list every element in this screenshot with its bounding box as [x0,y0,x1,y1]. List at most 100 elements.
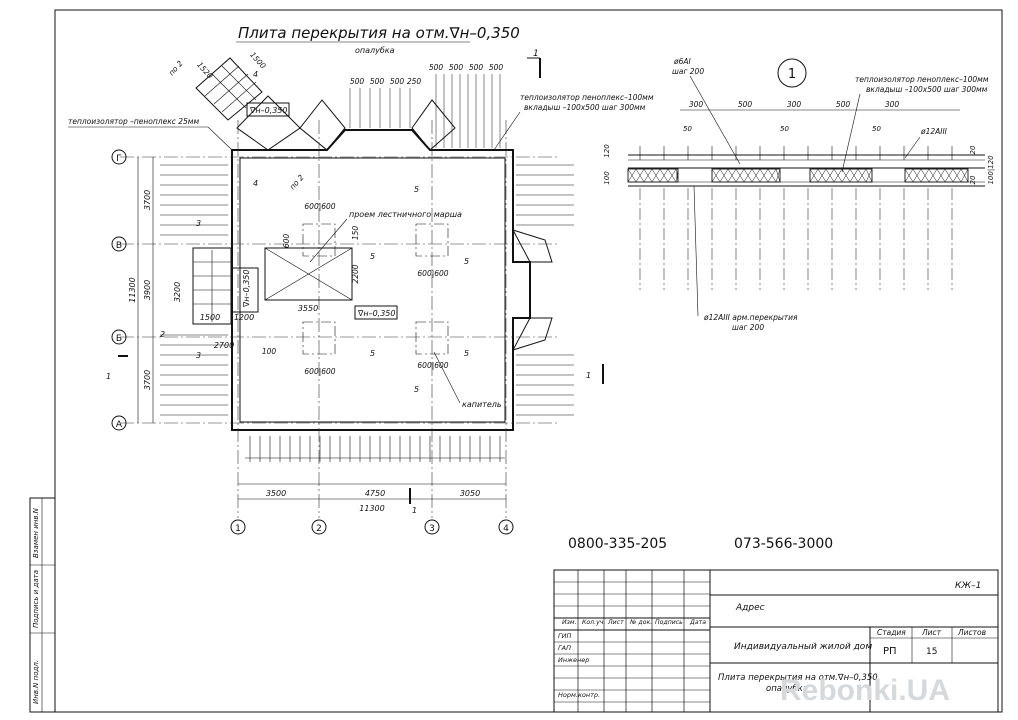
section-rebar-top: ø6АI [673,57,691,66]
leader-insul-left-b [207,126,233,151]
section-h-100: 100 [603,171,611,185]
insert-hatch [857,168,867,183]
stamp-sheet-number: 15 [926,647,937,657]
insert-hatch [912,168,922,183]
axis-label-2: 2 [316,524,322,534]
elevation-left: ∇н–0,350 [242,270,251,308]
watermark-text: Rebonki.UA [780,674,950,707]
mark-5-c: 5 [464,257,469,266]
stamp-sheet-label: Лист [921,628,942,637]
insert-hatch [849,168,859,183]
dim-top-right-4: 500 [489,63,504,72]
section-number-bubble [777,58,807,88]
section-dim-50-c: 50 [872,125,881,133]
section-h-20-b: 20 [969,175,977,184]
stamp-stage: РП [883,646,897,657]
hatch-line [221,65,257,101]
dim-total-vertical: 11300 [128,277,137,302]
stamp-object: Индивидуальный жилой дом [734,642,872,652]
drawing-subtitle: опалубка [355,46,395,55]
section-inserts [627,168,969,183]
dim-capital-600: 600|600 [304,202,335,211]
insert-hatch [833,168,843,183]
stamp-col-doc: № док. [629,619,652,626]
section-dim-1: 300 [689,100,704,109]
mark-3-b: 3 [196,351,201,360]
insulation-insert [809,168,873,183]
side-stamp-inv: Инв.N подл. [32,660,40,704]
insulation-insert [904,168,969,183]
axis-label-v: В [116,241,122,251]
dim-span-g-v: 3700 [143,190,152,210]
dim-total-horizontal: 11300 [359,504,384,513]
insert-hatch [936,168,946,183]
insert-hatch [920,168,930,183]
insert-hatch [667,168,677,183]
axis-bubble-a [111,415,127,431]
axis-markers: 1 2 3 4 Г В Б А [111,149,514,535]
leader-opening [309,218,348,263]
label-stair-opening: проем лестничного марша [349,210,462,219]
dim-top-3: 500 [390,77,405,86]
section-rebar-lines [639,146,953,290]
axis-bubble-1 [230,519,246,535]
insert-hatch [635,168,645,183]
axis-label-b: Б [116,334,122,344]
leader-insul-right [493,111,521,151]
stamp-role-gap: ГАП [558,644,571,652]
section-dim-2: 500 [738,100,753,109]
insert-hatch [719,168,729,183]
sheet-frame [54,9,1003,713]
insert-hatch [659,168,669,183]
dim-top-4: 250 [407,77,422,86]
corner-block-top [299,99,346,151]
elevation-box-center [354,305,398,320]
elevation-box-left [231,267,259,313]
mark-5-d: 5 [370,349,375,358]
column-capital [302,223,336,257]
insert-hatch [825,168,835,183]
stamp-role-engineer: Инженер [558,656,589,664]
insert-hatch [711,168,721,183]
corner-hatch-box [195,57,263,121]
dim-stair-3200: 3200 [173,282,182,302]
axis-bubble-v [111,236,127,252]
section-insert: вкладыш –100х500 шаг 300мм [866,85,988,94]
dim-capital-600c: 600|600 [304,367,335,376]
dim-span-v-b: 3900 [143,280,152,300]
dim-stair-1500: 1500 [200,313,220,322]
dimension-ticks [160,74,574,462]
dim-span-b-a: 3700 [143,370,152,390]
leader-capital [433,351,461,404]
right-bay-upper [511,229,553,263]
insert-hatch [627,168,637,183]
plan-annotations: 600|600 600|600 600|600 600|600 2200 150… [68,49,654,515]
stamp-role-normcontrol: Норм.контр. [558,691,600,699]
stamp-col-date: Дата [689,619,706,626]
stamp-address: Адрес [735,603,765,613]
hatch-line [211,73,247,109]
insert-hatch [767,168,777,183]
label-insert-right: вкладыш –100х500 шаг 300мм [524,103,646,112]
section-h-100-120: 100|120 [987,155,995,185]
insert-hatch [865,168,873,183]
stamp-col-sign: Подпись [655,619,683,626]
insert-hatch [743,168,753,183]
axis-bubble-g [111,149,127,165]
section-rebar-bottom-step: шаг 200 [732,323,764,332]
dim-2700: 2700 [214,341,234,350]
section-rebar-right: ø12АIII [920,127,948,136]
title-block-frame [553,569,999,713]
dim-100: 100 [262,347,277,356]
leader-rebar-bottom [693,185,699,317]
elevation-center: ∇н–0,350 [357,309,395,318]
dim-capital-600d: 600|600 [417,361,448,370]
top-dimensions: 500 500 500 250 500 500 500 500 1500 152… [195,50,503,86]
hatch-line [221,81,257,113]
section-cut-number-right: 1 [586,371,591,380]
stamp-stage-label: Стадия [877,628,906,637]
insert-hatch [759,168,769,183]
insulation-insert [711,168,781,183]
axis-bubble-2 [311,519,327,535]
side-stamp-replace: Взамен инв.N [32,507,40,558]
